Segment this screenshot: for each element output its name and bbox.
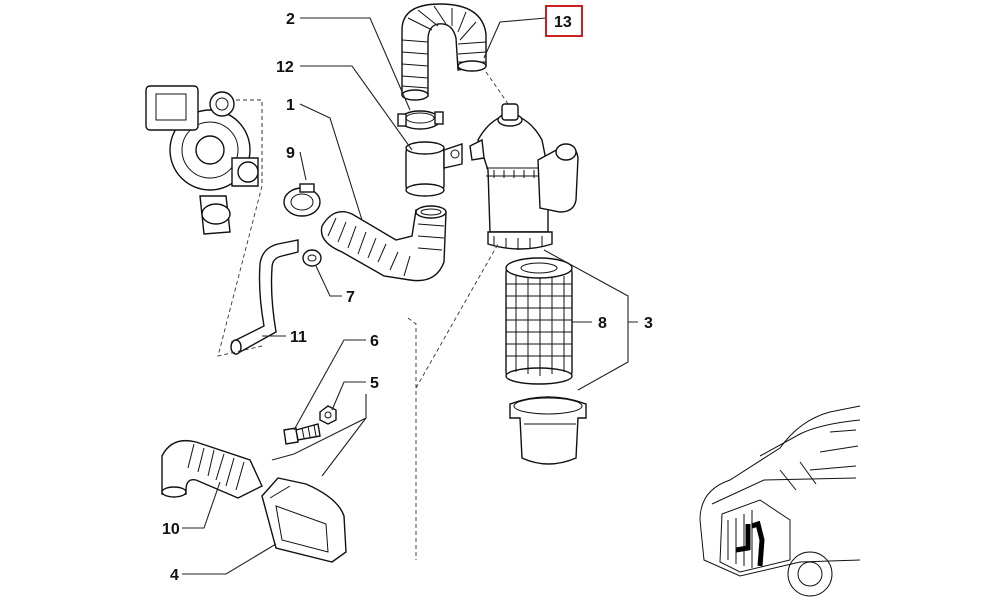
callout-6: 6: [370, 333, 379, 350]
callout-7: 7: [346, 289, 355, 306]
callout-13: 13: [554, 14, 572, 31]
part-10-elbow-hose: [161, 439, 263, 499]
callout-2: 2: [286, 11, 295, 28]
part-4-inlet-duct: [261, 477, 347, 563]
callout-4: 4: [170, 567, 179, 584]
leader-lines: [182, 17, 638, 575]
part-2-bent-hose: [401, 3, 487, 101]
callout-11: 11: [290, 329, 307, 346]
part-9-clamp: [283, 183, 321, 217]
air-filter-lower-cup: [509, 396, 587, 465]
callout-3: 3: [644, 315, 653, 332]
assembly-bracket-left: [217, 102, 263, 357]
part-6-bolt: [283, 423, 321, 445]
part-12-air-flow-meter: [405, 141, 463, 197]
callout-5: 5: [370, 375, 379, 392]
vehicle-location-sketch: [699, 405, 861, 597]
turbocharger: [145, 85, 263, 235]
highlight-box-13: [545, 5, 583, 37]
callout-12: 12: [276, 59, 294, 76]
callout-10: 10: [162, 521, 180, 538]
callout-8: 8: [598, 315, 607, 332]
callout-9: 9: [286, 145, 295, 162]
part-5-nut: [319, 405, 337, 425]
air-filter-housing: [469, 71, 579, 250]
part-11-rubber-tube: [230, 239, 299, 355]
callout-1: 1: [286, 97, 295, 114]
part-7-o-ring: [302, 249, 322, 267]
part-1-intake-hose: [320, 205, 447, 282]
part-12-hose-clamp: [397, 110, 444, 130]
part-8-filter-cartridge: [505, 257, 573, 385]
assembly-bracket-center: [407, 243, 499, 560]
